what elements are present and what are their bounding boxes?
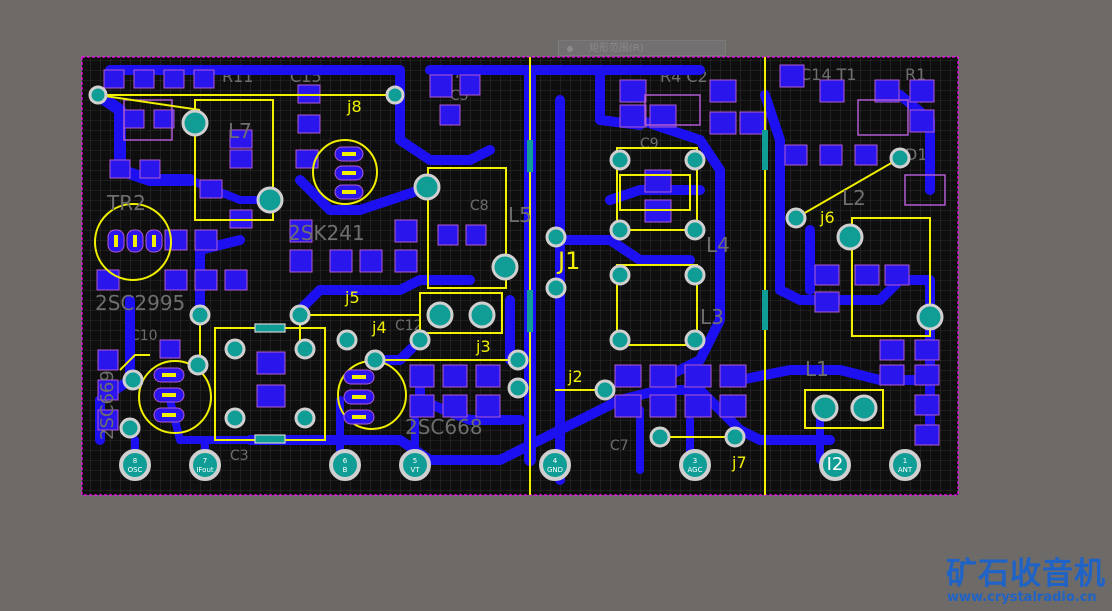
through-hole-pads — [88, 85, 944, 448]
pin-name-5: VT — [410, 466, 420, 474]
pin-num-4: 4 — [553, 457, 558, 465]
label-j2: j2 — [567, 367, 583, 386]
board-outline — [81, 56, 959, 496]
label-L7: L7 — [228, 119, 252, 143]
label-TR2: TR2 — [106, 191, 146, 215]
svg-text:C12: C12 — [395, 318, 423, 334]
label-j3: j3 — [475, 337, 491, 356]
label-L5: L5 — [508, 203, 532, 227]
pin-num-1: 1 — [903, 457, 907, 465]
svg-text:C3: C3 — [230, 448, 249, 464]
label-L4: L4 — [706, 233, 730, 257]
label-j6: j6 — [819, 208, 835, 227]
svg-text:C14 T1: C14 T1 — [800, 65, 857, 84]
pin-num-6: 6 — [343, 457, 348, 465]
label-2SC2995: 2SC2995 — [95, 291, 185, 315]
pin-num-8: 8 — [133, 457, 137, 465]
pin-num-2: I2 — [827, 454, 844, 475]
pin-name-8: OSC — [128, 466, 143, 474]
label-j4: j4 — [371, 318, 387, 337]
label-L1: L1 — [805, 357, 829, 381]
pin-num-5: 5 — [413, 457, 417, 465]
transistor-pads — [107, 146, 375, 425]
label-j5: j5 — [344, 288, 360, 307]
svg-text:D1: D1 — [905, 145, 928, 164]
svg-text:R1: R1 — [905, 65, 926, 84]
rectangle-range-tooltip: 矩形范围(R) — [558, 40, 726, 56]
svg-text:C7: C7 — [610, 438, 629, 454]
label-L3: L3 — [700, 305, 724, 329]
tooltip-text: 矩形范围(R) — [589, 43, 644, 54]
yellow-designators: j8 j5 j4 j3 j2 j6 j7 J1 — [344, 97, 835, 472]
label-2SC668: 2SC668 — [405, 415, 483, 439]
watermark-url: www.crystalradio.cn — [947, 590, 1097, 605]
svg-text:C8: C8 — [470, 198, 489, 214]
label-j7: j7 — [731, 453, 747, 472]
pin-name-4: GND — [547, 466, 563, 474]
label-j8: j8 — [346, 97, 362, 116]
pin-num-3: 3 — [693, 457, 697, 465]
gray-component-labels: L5 L4 L3 L2 L1 L7 TR2 2SK241 2SC2995 2SC… — [95, 119, 866, 440]
bottom-connector-pins: 8 OSC 7 IFout 6 B 5 VT 4 GND 3 AGC I2 1 … — [119, 449, 921, 481]
pin-name-6: B — [343, 466, 348, 474]
svg-text:C10: C10 — [130, 328, 158, 344]
label-2SK241: 2SK241 — [288, 221, 365, 245]
pin-name-3: AGC — [688, 466, 703, 474]
label-2SC669: 2SC669 — [97, 370, 118, 440]
watermark-cn: 矿石收音机 — [946, 556, 1106, 592]
tooltip-bullet-icon — [567, 46, 573, 52]
label-J1: J1 — [556, 247, 580, 275]
pin-name-7: IFout — [196, 466, 214, 474]
label-L2: L2 — [842, 186, 866, 210]
pin-num-7: 7 — [203, 457, 207, 465]
svg-text:C9: C9 — [640, 136, 659, 152]
pin-name-1: ANT — [898, 466, 913, 474]
